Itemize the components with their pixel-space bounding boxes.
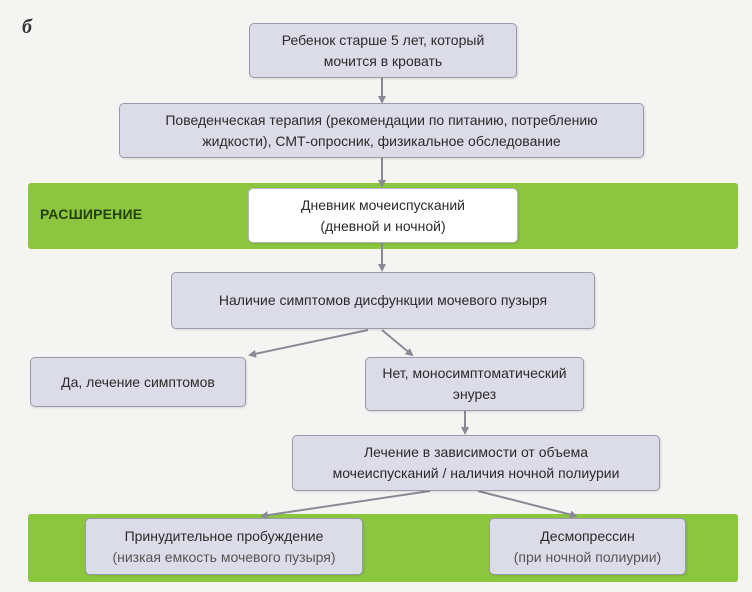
node-desmopressin: Десмопрессин (при ночной полиурии) xyxy=(489,518,686,575)
node-no-line2: энурез xyxy=(452,386,497,402)
expansion-band-label: РАСШИРЕНИЕ xyxy=(40,206,143,222)
node-diary: Дневник мочеиспусканий (дневной и ночной… xyxy=(248,188,518,243)
node-awakening: Принудительное пробуждение (низкая емкос… xyxy=(85,518,363,575)
node-no: Нет, моносимптоматический энурез xyxy=(365,357,584,411)
node-diary-line1: Дневник мочеиспусканий xyxy=(300,196,466,213)
node-therapy-line2: жидкости), СМТ-опросник, физикальное обс… xyxy=(202,132,561,149)
node-diary-line2: (дневной и ночной) xyxy=(320,217,446,234)
node-yes-line1: Да, лечение симптомов xyxy=(61,373,215,390)
node-start-line2: мочится в кровать xyxy=(323,52,443,69)
panel-label: б xyxy=(22,16,32,38)
node-yes: Да, лечение симптомов xyxy=(30,357,246,407)
arrow-symptoms-to-no xyxy=(381,329,414,357)
node-symptoms-line1: Наличие симптомов дисфункции мочевого пу… xyxy=(218,292,548,308)
node-therapy: Поведенческая терапия (рекомендации по п… xyxy=(119,103,644,158)
arrow-symptoms-to-yes xyxy=(248,329,369,358)
arrow-treatment-to-desmopressin xyxy=(477,490,578,519)
node-treatment: Лечение в зависимости от объема мочеиспу… xyxy=(292,435,660,491)
node-start: Ребенок старше 5 лет, который мочится в … xyxy=(249,23,517,78)
node-symptoms: Наличие симптомов дисфункции мочевого пу… xyxy=(171,272,595,329)
arrow-treatment-to-awakening xyxy=(260,490,431,520)
node-therapy-line1: Поведенческая терапия (рекомендации по п… xyxy=(165,111,598,128)
node-desmopressin-line1: Десмопрессин xyxy=(540,527,635,544)
node-treatment-line2: мочеиспусканий / наличия ночной полиурии xyxy=(332,465,620,481)
node-treatment-line1: Лечение в зависимости от объема xyxy=(363,444,589,460)
node-awakening-line1: Принудительное пробуждение xyxy=(124,527,324,544)
node-start-line1: Ребенок старше 5 лет, который xyxy=(281,31,485,48)
node-desmopressin-line2: (при ночной полиурии) xyxy=(513,548,662,565)
node-awakening-line2: (низкая емкость мочевого пузыря) xyxy=(112,548,336,565)
node-no-line1: Нет, моносимптоматический xyxy=(382,365,567,381)
